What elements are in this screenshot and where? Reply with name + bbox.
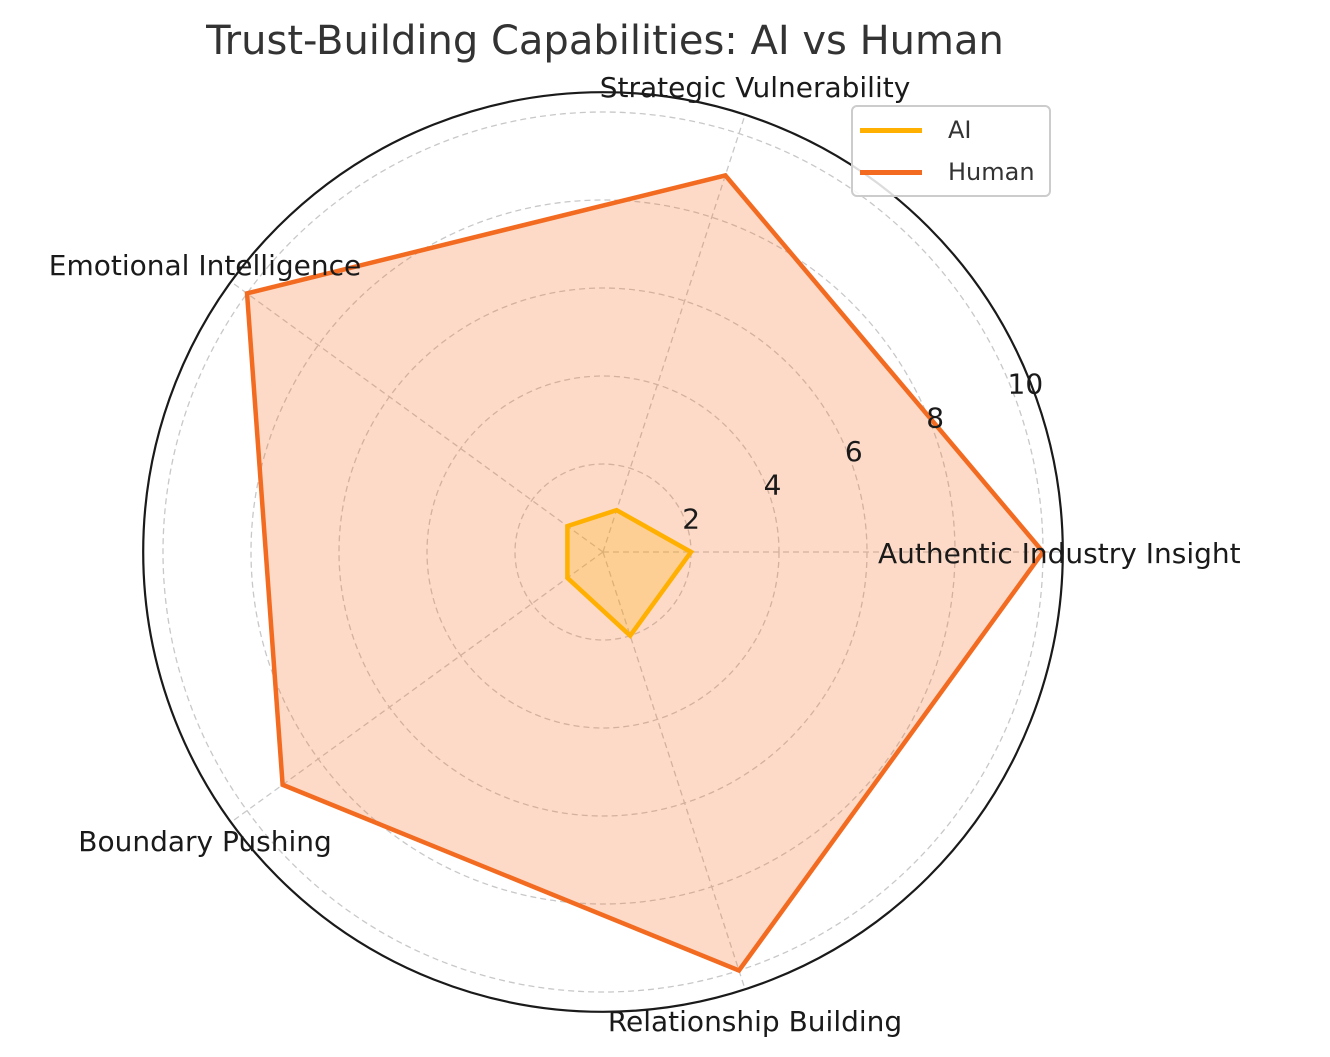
legend-label-ai: AI xyxy=(948,116,972,144)
series-line-human xyxy=(244,172,1046,974)
radial-tick-labels: 2 4 6 8 10 xyxy=(682,368,1043,536)
grid-spoke xyxy=(602,551,746,990)
data-series xyxy=(244,172,1046,974)
category-label: Authentic Industry Insight xyxy=(878,537,1241,570)
radial-tick-label: 10 xyxy=(1008,368,1044,401)
polar-frame xyxy=(142,91,1064,1013)
legend-swatch-human xyxy=(860,169,922,175)
series-fill-human xyxy=(247,175,1043,971)
chart-title: Trust-Building Capabilities: AI vs Human xyxy=(205,18,1004,64)
category-label: Strategic Vulnerability xyxy=(600,71,911,104)
category-label: Relationship Building xyxy=(608,1005,902,1038)
category-labels: Authentic Industry Insight Strategic Vuln… xyxy=(49,71,1241,1038)
grid-spoke xyxy=(230,281,604,553)
radial-tick-label: 2 xyxy=(682,502,700,535)
legend: AI Human xyxy=(851,105,1051,197)
legend-label-human: Human xyxy=(948,158,1035,186)
grid-spoke xyxy=(602,114,746,553)
radial-tick-label: 4 xyxy=(764,469,782,502)
grid-spoke xyxy=(230,551,604,823)
radial-tick-label: 6 xyxy=(845,435,863,468)
polar-grid xyxy=(142,91,1064,1013)
category-label: Boundary Pushing xyxy=(78,825,332,858)
legend-swatch-ai xyxy=(860,127,922,133)
legend-item-human: Human xyxy=(853,157,1035,187)
category-label: Emotional Intelligence xyxy=(49,249,361,282)
radial-tick-label: 8 xyxy=(926,401,944,434)
legend-item-ai: AI xyxy=(853,115,972,145)
series-line-ai xyxy=(565,507,695,640)
